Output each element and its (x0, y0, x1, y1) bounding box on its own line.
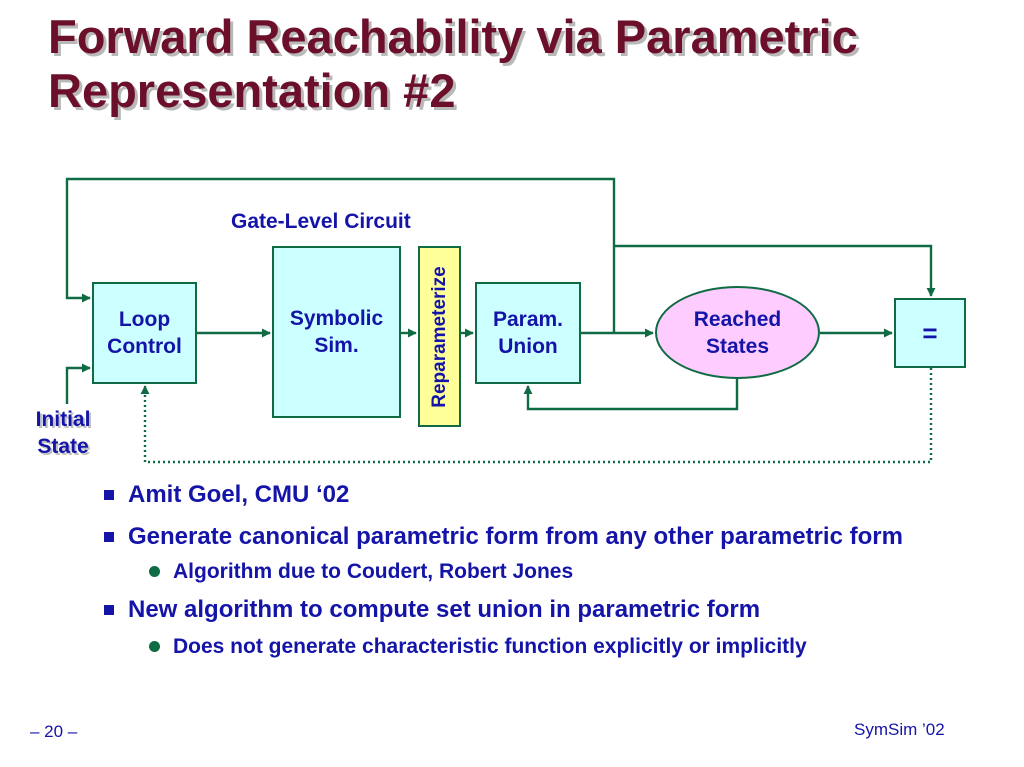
reparameterize-label: Reparameterize (428, 265, 450, 408)
sub-bullet-text: Algorithm due to Coudert, Robert Jones (173, 560, 574, 583)
sub-bullet-text: Does not generate characteristic functio… (173, 635, 807, 658)
bullet-list: Amit Goel, CMU ‘02 Generate canonical pa… (100, 478, 1000, 661)
round-bullet-icon (149, 641, 160, 652)
bullet-item: Generate canonical parametric form from … (100, 520, 1000, 553)
loop-control-label: Loop Control (107, 308, 182, 358)
arrow-top-to-equals (614, 244, 936, 297)
loop-control-box: Loop Control (92, 282, 197, 384)
page-number: – 20 – (30, 722, 78, 741)
arrow-reached-to-union (523, 379, 739, 411)
gate-level-circuit-label: Gate-Level Circuit (231, 210, 411, 233)
reachability-diagram: Gate-Level Circuit Loop Control Symbolic… (35, 177, 966, 464)
bullet-text: New algorithm to compute set union in pa… (128, 596, 761, 623)
equals-box: = (894, 298, 966, 368)
param-union-box: Param. Union (475, 282, 581, 384)
equals-label: = (922, 317, 938, 348)
square-bullet-icon (104, 532, 114, 542)
reparameterize-box: Reparameterize (418, 246, 461, 427)
dotted-equals-to-loop (140, 368, 933, 464)
bullet-item: New algorithm to compute set union in pa… (100, 593, 1000, 626)
initial-state-label: Initial State (35, 408, 91, 458)
reached-states-label: Reached States (693, 307, 782, 358)
feedback-reached-to-loop (65, 177, 616, 333)
slide-title: Forward Reachability via Parametric Repr… (48, 10, 1008, 118)
round-bullet-icon (149, 566, 160, 577)
title-line-1: Forward Reachability via Parametric (48, 10, 858, 63)
connector-layer (65, 177, 936, 464)
title-line-2: Representation #2 (48, 64, 456, 117)
arrow-initial-to-loop (65, 363, 91, 404)
square-bullet-icon (104, 490, 114, 500)
footer-source: SymSim ’02 (854, 720, 945, 739)
bullet-text: Generate canonical parametric form from … (128, 523, 903, 550)
reached-states-ellipse: Reached States (655, 286, 820, 379)
symbolic-sim-box: Symbolic Sim. (272, 246, 401, 418)
sub-bullet-item: Does not generate characteristic functio… (100, 632, 1000, 661)
bullet-text: Amit Goel, CMU ‘02 (128, 481, 350, 508)
bullet-item: Amit Goel, CMU ‘02 (100, 478, 1000, 511)
square-bullet-icon (104, 605, 114, 615)
param-union-label: Param. Union (492, 308, 564, 358)
symbolic-sim-label: Symbolic Sim. (289, 307, 384, 357)
sub-bullet-item: Algorithm due to Coudert, Robert Jones (100, 557, 1000, 586)
